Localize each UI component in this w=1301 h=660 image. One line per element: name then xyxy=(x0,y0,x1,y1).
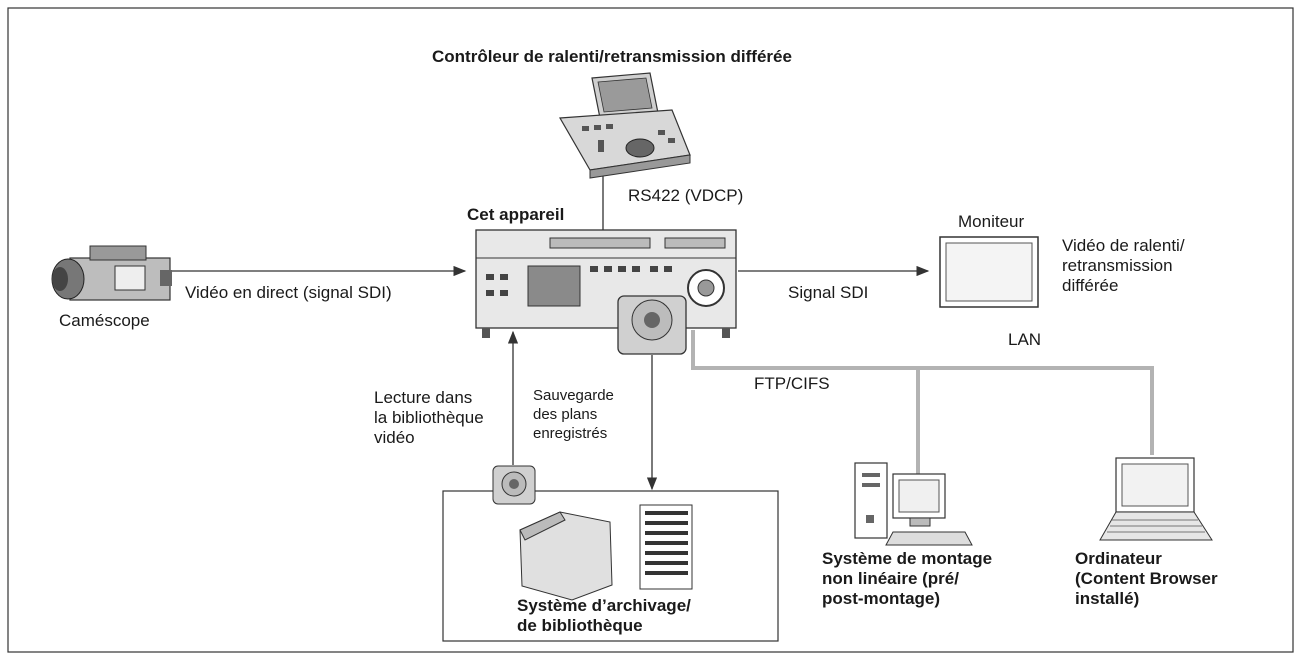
controller-icon xyxy=(559,72,691,179)
computer-label: Ordinateur (Content Browser installé) xyxy=(1075,549,1218,609)
lan-network-lines xyxy=(691,330,1154,475)
device-title: Cet appareil xyxy=(467,205,565,224)
backup-line-2: des plans xyxy=(533,406,598,423)
backup-label: Sauvegarde des plans enregistrés xyxy=(533,386,614,443)
playback-label: Lecture dans la bibliothèque vidéo xyxy=(374,388,484,448)
editing-system-icon xyxy=(854,462,973,546)
outer-frame xyxy=(7,7,1294,653)
archive-line-1: Système d’archivage/ xyxy=(517,596,691,615)
live-video-label: Vidéo en direct (signal SDI) xyxy=(185,283,392,302)
monitor-label: Moniteur xyxy=(958,212,1025,231)
camcorder-icon xyxy=(51,245,172,301)
editing-label: Système de montage non linéaire (pré/ po… xyxy=(822,549,992,609)
computer-line-2: (Content Browser xyxy=(1075,569,1218,588)
backup-line-1: Sauvegarde xyxy=(533,387,614,404)
playback-line-2: la bibliothèque xyxy=(374,408,484,427)
archive-label: Système d’archivage/ de bibliothèque xyxy=(517,596,691,636)
archive-line-2: de bibliothèque xyxy=(517,616,643,635)
archive-system-icon xyxy=(492,465,693,601)
archive-box xyxy=(442,490,779,642)
computer-icon xyxy=(1099,457,1213,541)
camcorder-label: Caméscope xyxy=(59,311,150,330)
ftp-label: FTP/CIFS xyxy=(754,374,830,393)
rs422-label: RS422 (VDCP) xyxy=(628,186,744,205)
monitor-video-label: Vidéo de ralenti/ retransmission différé… xyxy=(1062,236,1185,296)
playback-line-1: Lecture dans xyxy=(374,388,473,407)
monitor-icon xyxy=(939,236,1039,308)
backup-line-3: enregistrés xyxy=(533,425,608,442)
monitor-video-line-3: différée xyxy=(1062,276,1119,295)
playback-line-3: vidéo xyxy=(374,428,415,447)
computer-line-1: Ordinateur xyxy=(1075,549,1162,568)
computer-line-3: installé) xyxy=(1075,589,1140,608)
monitor-video-line-1: Vidéo de ralenti/ xyxy=(1062,236,1185,255)
monitor-video-line-2: retransmission xyxy=(1062,256,1173,275)
controller-title: Contrôleur de ralenti/retransmission dif… xyxy=(432,47,792,66)
editing-line-1: Système de montage xyxy=(822,549,993,568)
sdi-signal-label: Signal SDI xyxy=(788,283,869,302)
device-icon xyxy=(475,229,737,355)
lan-label: LAN xyxy=(1008,330,1042,349)
editing-line-3: post-montage) xyxy=(822,589,941,608)
editing-line-2: non linéaire (pré/ xyxy=(822,569,959,588)
